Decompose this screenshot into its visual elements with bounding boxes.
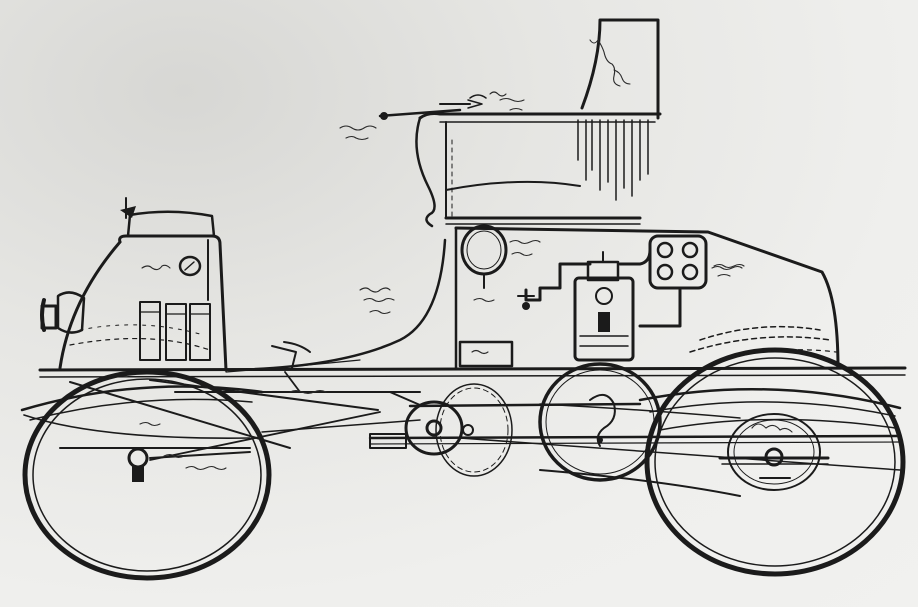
chassis-frame [38, 366, 907, 471]
front-hood [40, 197, 228, 372]
foot-levers [271, 341, 311, 393]
leaf-springs [20, 385, 902, 431]
drive-chain [539, 403, 741, 497]
control-handles [339, 91, 525, 141]
water-gauge-cluster [648, 234, 743, 290]
steam-gauge [460, 224, 541, 289]
front-wheel [22, 369, 272, 581]
small-tank [458, 340, 514, 368]
rear-body [454, 226, 840, 370]
differential-gear [404, 383, 513, 477]
flywheel [538, 362, 662, 482]
piping [359, 248, 682, 328]
annotation-labels [139, 389, 327, 471]
engine [573, 251, 635, 362]
seat [415, 18, 662, 228]
rear-wheel [644, 347, 906, 577]
body-side [225, 238, 447, 373]
